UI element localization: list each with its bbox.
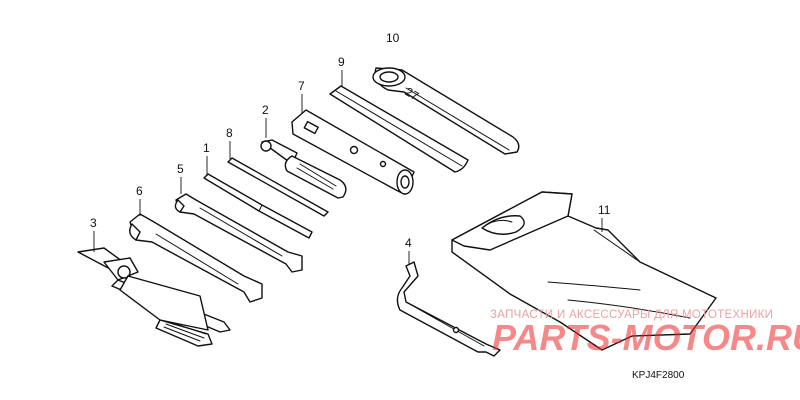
callout-3: 3: [90, 216, 97, 230]
open-end-wrench-part-6: [129, 213, 263, 303]
blade-rod-part-1: [203, 173, 313, 239]
watermark-brand-logo: PARTS-MOTOR.RU: [492, 317, 800, 358]
screwdriver-shaft-part-8: [227, 157, 329, 217]
callout-10: 10: [386, 31, 400, 45]
screwdriver-part-2: [260, 139, 347, 199]
drawing-code: KPJ4F2800: [632, 370, 685, 381]
watermark-tagline: ЗАПЧАСТИ И АКСЕССУАРЫ ДЛЯ МОТОТЕХНИКИ: [490, 309, 773, 321]
open-end-wrench-part-5: [174, 193, 303, 273]
pliers-part-3: [77, 247, 231, 347]
callout-2: 2: [262, 103, 269, 117]
callout-11: 11: [598, 203, 611, 217]
callout-8: 8: [226, 126, 233, 140]
handle-bar-part-9: [329, 85, 469, 173]
pin-spanner-part-4: [396, 261, 501, 357]
callout-7: 7: [298, 79, 305, 93]
callout-9: 9: [338, 55, 345, 69]
tool-bag-part-11: [451, 191, 717, 351]
wrench-size-mark: 27: [403, 84, 422, 103]
callout-5: 5: [177, 162, 184, 176]
socket-wrench-part-7: [291, 109, 415, 195]
callout-6: 6: [136, 184, 143, 198]
callout-1: 1: [203, 141, 210, 155]
callout-4: 4: [405, 236, 412, 250]
ring-wrench-part-9: [372, 67, 520, 155]
